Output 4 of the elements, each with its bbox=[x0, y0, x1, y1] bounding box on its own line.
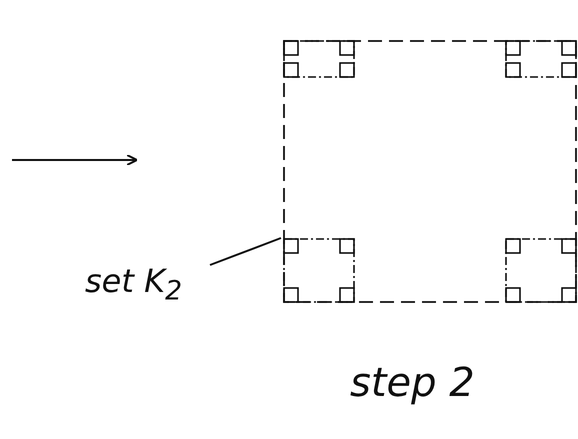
set-label: set K$_{2}$ bbox=[85, 262, 182, 300]
step-label: step 2 bbox=[350, 360, 475, 406]
leader-line bbox=[210, 237, 282, 266]
square-drawing bbox=[283, 40, 577, 303]
